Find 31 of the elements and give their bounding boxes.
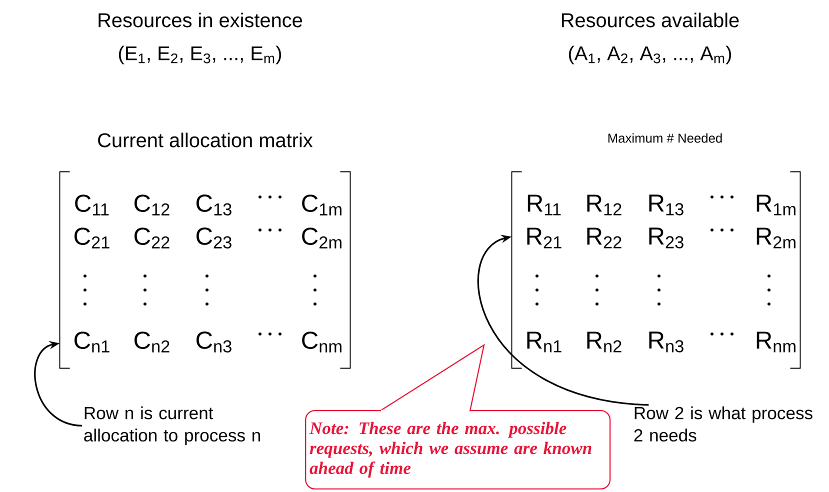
matrix-entry: R$_{11}$ xyxy=(528,194,561,216)
matrix-entry: R$_{13}$ xyxy=(649,194,684,216)
label-text: (E$_{1}$, E$_{2}$, E$_{3}$, ..., E$_{m}$) xyxy=(119,46,282,64)
matrix-entry: C$_{n3}$ xyxy=(196,332,232,352)
matrix-heading: Maximum # Needed xyxy=(608,133,722,143)
matrix-entry: C$_{2m}$ xyxy=(302,228,342,248)
matrix-entry: C$_{23}$ xyxy=(196,228,232,248)
label-text: Resources in existence xyxy=(98,12,302,28)
note-text: Row n is current allocation to process n xyxy=(84,406,260,446)
label-text: (A$_{1}$, A$_{2}$, A$_{3}$, ..., A$_{m}$) xyxy=(569,46,731,64)
matrix-entry: R$_{22}$ xyxy=(587,228,622,248)
matrix-entry: C$_{21}$ xyxy=(74,228,110,248)
label-text: Resources available xyxy=(562,12,739,28)
matrix-entry: C$_{22}$ xyxy=(134,228,170,248)
matrix-entry: C$_{12}$ xyxy=(134,194,170,216)
note-text: Row 2 is what process 2 needs xyxy=(634,406,812,442)
matrix-entry: R$_{2m}$ xyxy=(756,228,796,248)
matrix-heading: Current allocation matrix xyxy=(98,132,313,148)
matrix-entry: C$_{1m}$ xyxy=(302,194,342,216)
matrix-entry: R$_{1m}$ xyxy=(756,194,796,216)
matrix-entry: R$_{23}$ xyxy=(649,228,684,248)
matrix-entry: R$_{n3}$ xyxy=(649,332,684,352)
curved-arrow xyxy=(478,234,649,406)
matrix-entry: R$_{12}$ xyxy=(587,194,622,216)
matrix-entry: C$_{n1}$ xyxy=(74,332,110,352)
matrix-entry: R$_{nm}$ xyxy=(756,332,796,352)
matrix-entry: C$_{13}$ xyxy=(196,194,232,216)
curved-arrow xyxy=(34,340,82,427)
matrix-entry: C$_{n2}$ xyxy=(134,332,170,352)
matrix-entry: C$_{11}$ xyxy=(75,194,109,216)
matrix-entry: R$_{21}$ xyxy=(527,228,562,248)
